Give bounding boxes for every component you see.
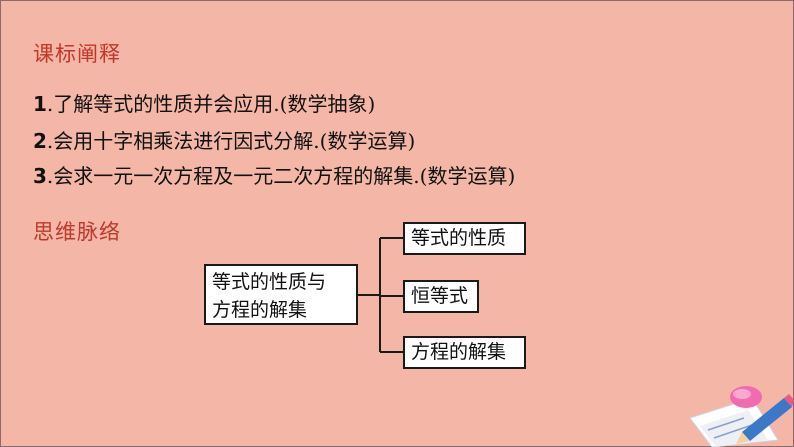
objective-1: 1.了解等式的性质并会应用.(数学抽象) [33, 88, 375, 117]
objective-2: 2.会用十字相乘法进行因式分解.(数学运算) [33, 125, 415, 154]
mindmap-branch-node: 方程的解集 [403, 336, 526, 369]
standards-heading: 课标阐释 [33, 42, 121, 66]
mindmap-heading: 思维脉络 [33, 220, 121, 244]
root-label-line2: 方程的解集 [212, 299, 308, 321]
objective-number: 1 [33, 92, 47, 116]
objective-text: .了解等式的性质并会应用.(数学抽象) [46, 92, 376, 116]
speech-bubble-icon [730, 386, 762, 408]
mindmap-branch-node: 等式的性质 [403, 222, 526, 255]
pencil-icon [736, 394, 794, 444]
objective-3: 3.会求一元一次方程及一元二次方程的解集.(数学运算) [33, 160, 515, 189]
objective-text: .会用十字相乘法进行因式分解.(数学运算) [46, 129, 416, 153]
mindmap-root-node: 等式的性质与 方程的解集 [204, 264, 358, 325]
mindmap-branch-node: 恒等式 [403, 280, 479, 313]
objective-number: 2 [33, 129, 47, 153]
objective-number: 3 [33, 164, 47, 188]
root-label-line1: 等式的性质与 [212, 271, 327, 293]
objective-text: .会求一元一次方程及一元二次方程的解集.(数学运算) [46, 164, 516, 188]
